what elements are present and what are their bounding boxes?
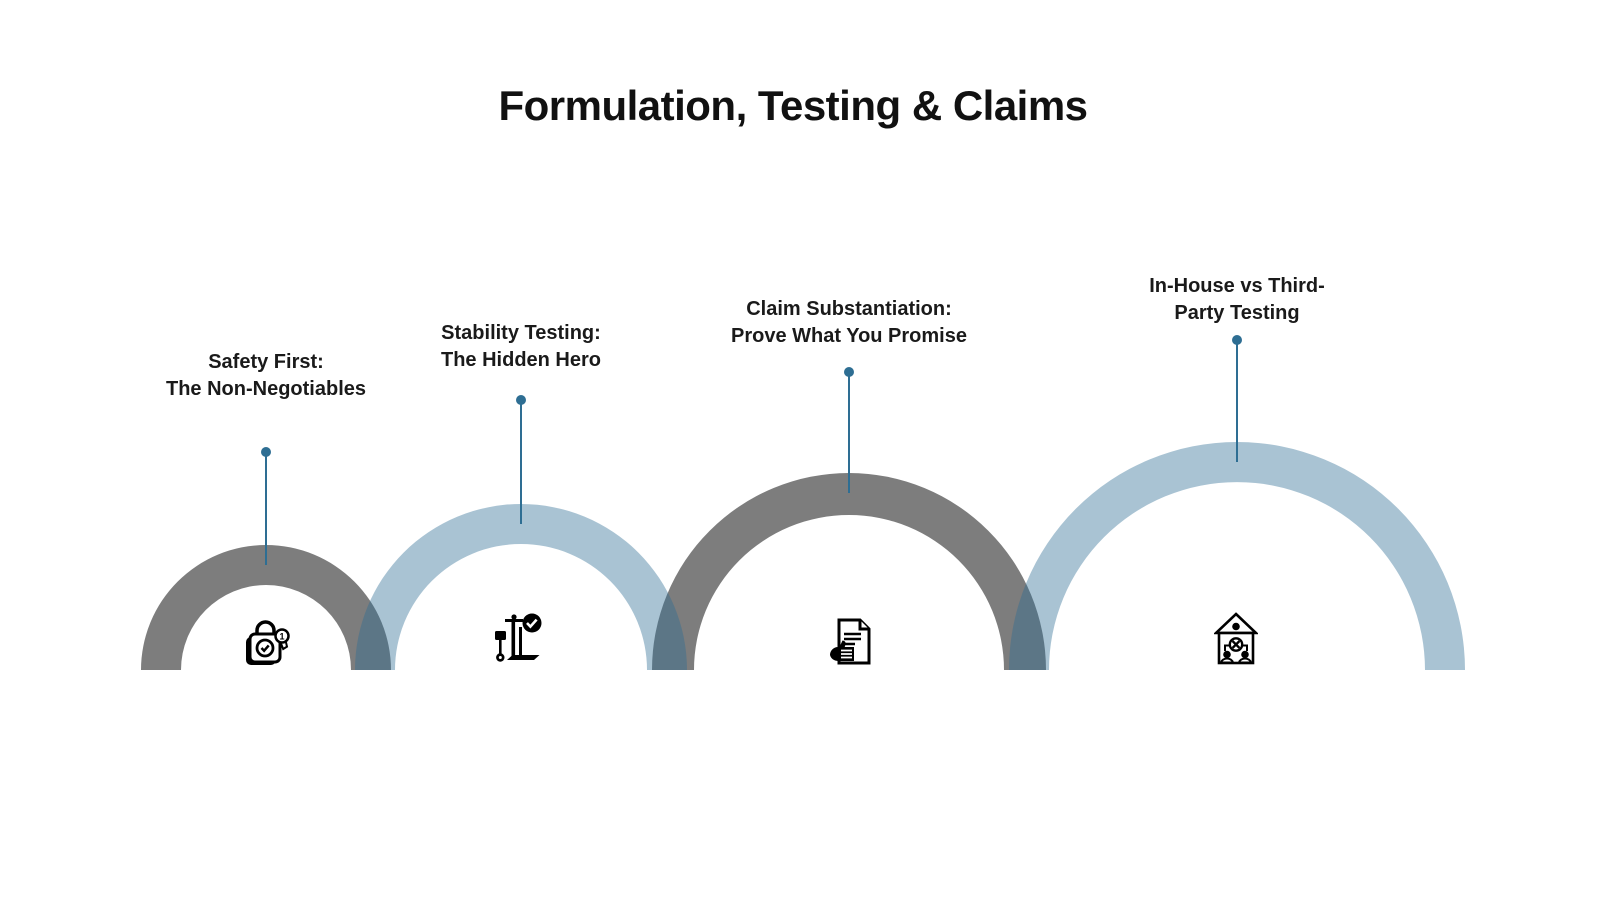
approved-document-icon <box>826 615 874 674</box>
stability-scale-icon <box>486 611 544 672</box>
connector-dot-4 <box>1232 335 1242 345</box>
connector-dot-2 <box>516 395 526 405</box>
step-label-2: Stability Testing: The Hidden Hero <box>331 320 711 374</box>
page-title: Formulation, Testing & Claims <box>498 82 1088 129</box>
arch-step-2 <box>355 504 687 670</box>
step-label-3: Claim Substantiation: Prove What You Pro… <box>659 296 1039 350</box>
step-label-2-line-1: Stability Testing: <box>441 322 601 344</box>
arch-step-3 <box>652 473 1046 670</box>
step-label-1-line-2: The Non-Negotiables <box>165 378 366 400</box>
arch-step-1 <box>141 545 391 670</box>
arch-step-4 <box>1009 442 1465 670</box>
step-label-4: In-House vs Third- Party Testing <box>1047 273 1427 327</box>
step-label-4-line-1: In-House vs Third- <box>1149 275 1325 297</box>
step-label-2-line-2: The Hidden Hero <box>440 349 601 371</box>
connector-dot-3 <box>844 367 854 377</box>
step-label-3-line-1: Claim Substantiation: <box>746 298 952 320</box>
step-label-4-line-2: Party Testing <box>1174 302 1300 324</box>
svg-text:1: 1 <box>279 632 284 642</box>
connector-dot-1 <box>261 447 271 457</box>
step-label-1-line-1: Safety First: <box>208 351 324 373</box>
step-label-1: Safety First: The Non-Negotiables <box>76 349 456 403</box>
step-label-3-line-2: Prove What You Promise <box>731 325 967 347</box>
certified-lock-icon: 1 <box>240 613 292 674</box>
in-house-team-icon <box>1212 611 1260 674</box>
